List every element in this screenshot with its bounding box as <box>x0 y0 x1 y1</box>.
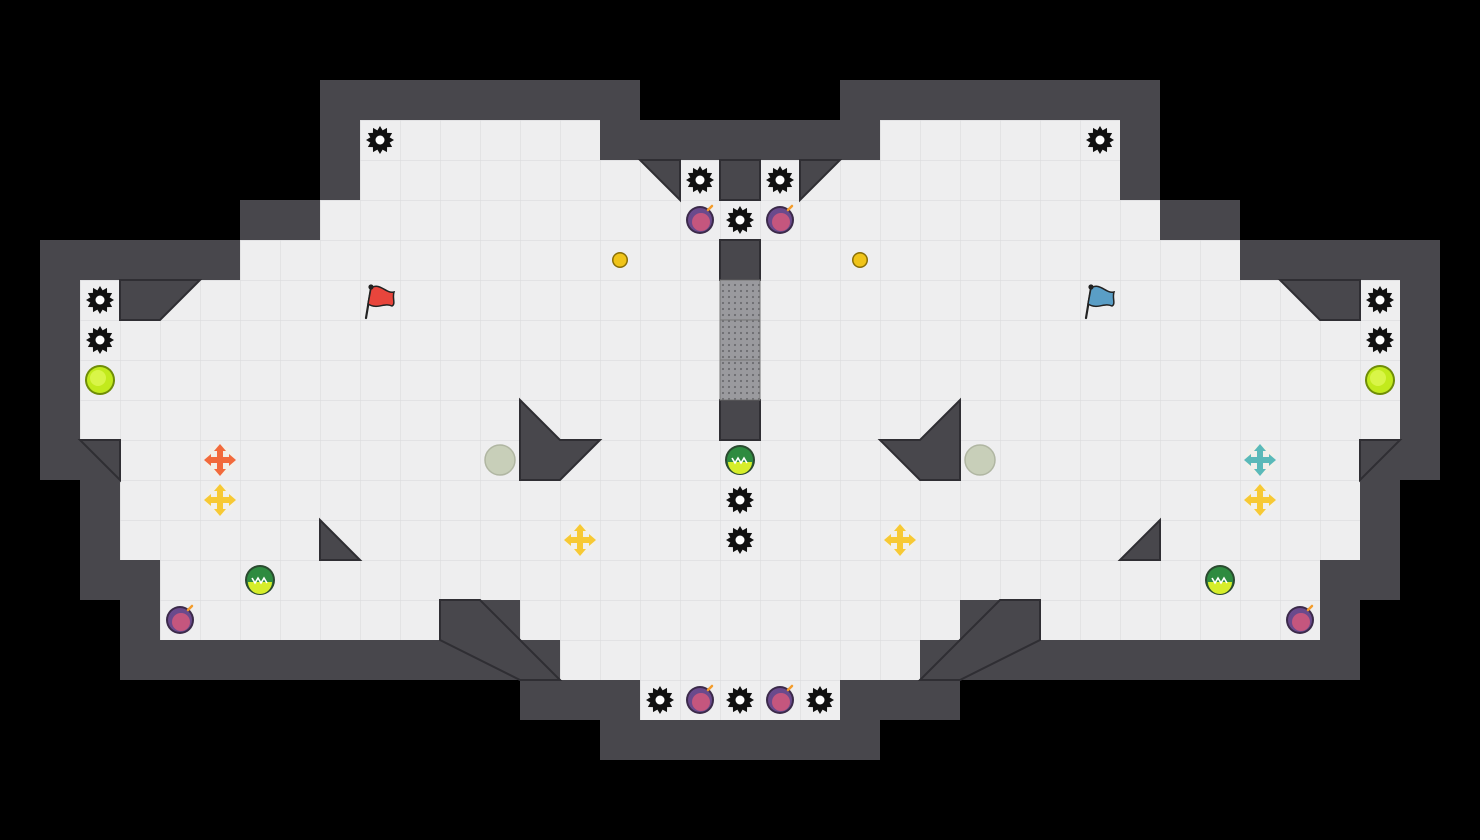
spike-icon <box>1366 286 1394 314</box>
spike-icon <box>726 486 754 514</box>
boost-pad <box>1244 484 1276 516</box>
bomb-icon <box>1286 604 1314 634</box>
spike-icon <box>726 206 754 234</box>
bomb-icon <box>766 204 794 234</box>
spike-icon <box>646 686 674 714</box>
gate-group <box>719 279 761 401</box>
spike-icon <box>766 166 794 194</box>
spike-icon <box>1086 126 1114 154</box>
boost-pad <box>884 524 916 556</box>
spike-icon <box>806 686 834 714</box>
boost-pad <box>204 444 236 476</box>
spike-icon <box>686 166 714 194</box>
inner-walls <box>77 159 1403 681</box>
button-pad <box>612 252 628 268</box>
jukejuice-powerup <box>85 365 115 395</box>
spike-icon <box>1366 326 1394 354</box>
gravity-well <box>484 444 516 476</box>
bomb-icon <box>686 204 714 234</box>
gate-tile <box>719 279 761 321</box>
spike-icon <box>726 686 754 714</box>
gate-tile <box>719 319 761 361</box>
spike-icon <box>86 286 114 314</box>
bomb-icon <box>166 604 194 634</box>
spike-icon <box>86 326 114 354</box>
blue-flag-icon <box>1084 284 1116 320</box>
portal-icon <box>725 445 755 475</box>
spike-icon <box>366 126 394 154</box>
boost-pad <box>1244 444 1276 476</box>
jukejuice-powerup <box>1365 365 1395 395</box>
tile-layer <box>85 126 1395 714</box>
bomb-icon <box>686 684 714 714</box>
button-pad <box>852 252 868 268</box>
boost-pad <box>564 524 596 556</box>
red-flag-icon <box>364 284 396 320</box>
portal-icon <box>245 565 275 595</box>
gate-tile <box>719 359 761 401</box>
spike-icon <box>726 526 754 554</box>
gravity-well <box>964 444 996 476</box>
boost-pad <box>204 484 236 516</box>
bomb-icon <box>766 684 794 714</box>
portal-icon <box>1205 565 1235 595</box>
